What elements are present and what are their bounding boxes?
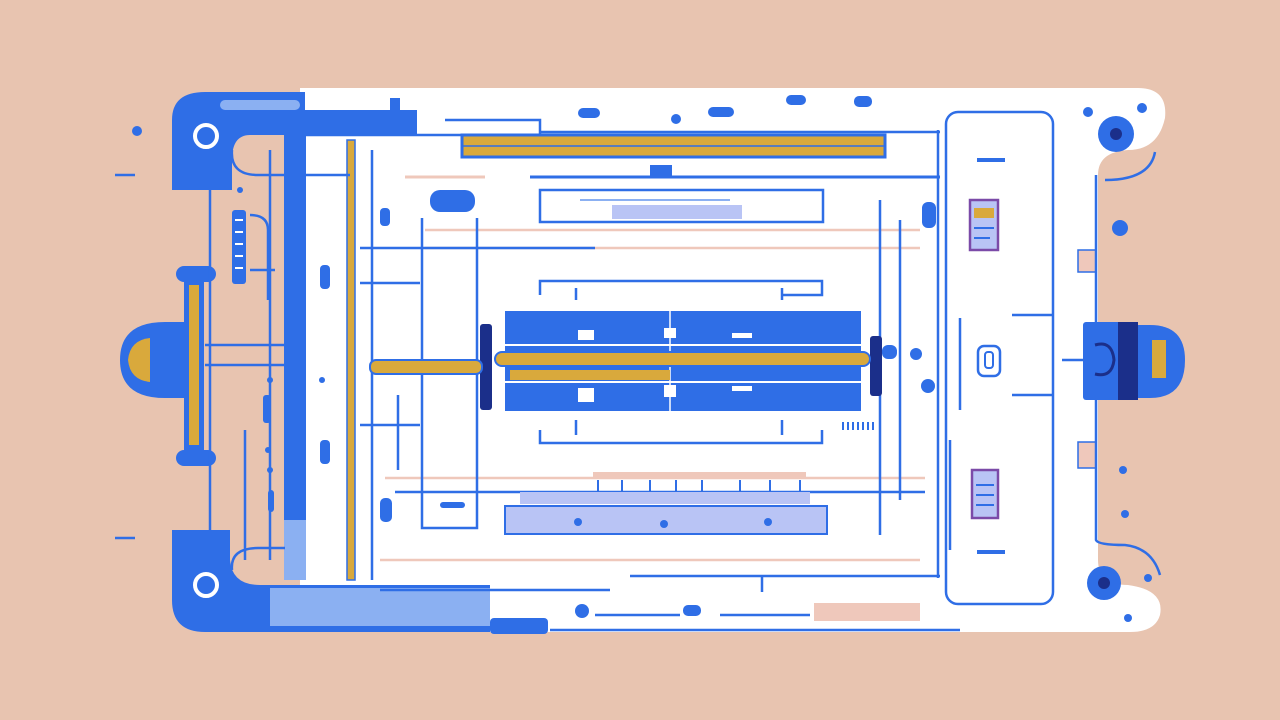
corner-ring-icon bbox=[193, 572, 219, 598]
left-frame bbox=[172, 92, 305, 190]
upper-pill bbox=[430, 190, 475, 212]
central-module-left-cap bbox=[480, 324, 492, 410]
left-dots bbox=[132, 126, 274, 512]
central-module-right-cap bbox=[870, 336, 882, 396]
upper-module bbox=[538, 188, 825, 224]
right-dot bbox=[921, 379, 935, 393]
upper-slot bbox=[380, 208, 390, 226]
top-frame-bar bbox=[305, 110, 417, 136]
side-panel bbox=[944, 110, 1055, 606]
gold-shaft-left bbox=[369, 359, 483, 375]
bottom-dot bbox=[575, 604, 589, 618]
top-frame-bar-shine bbox=[220, 100, 300, 110]
toggle-switch-icon bbox=[976, 344, 1002, 378]
left-vertical-rail bbox=[284, 135, 306, 580]
lower-comb bbox=[520, 472, 810, 504]
card-slot-icon bbox=[968, 198, 1000, 252]
tick-marks bbox=[842, 422, 874, 430]
top-dots bbox=[578, 95, 872, 124]
top-gold-bar-tab bbox=[650, 165, 672, 177]
module-brackets bbox=[538, 279, 824, 445]
lower-slot bbox=[380, 498, 392, 522]
left-vertical-rail-light bbox=[284, 520, 306, 580]
right-dot bbox=[910, 348, 922, 360]
lower-module bbox=[504, 505, 828, 535]
upper-module-fill bbox=[612, 205, 742, 219]
left-slot-mark bbox=[320, 265, 330, 289]
gold-shaft-lower bbox=[510, 370, 670, 380]
side-panel-label bbox=[977, 158, 1005, 162]
right-slot bbox=[922, 202, 936, 228]
bottom-pill bbox=[683, 605, 701, 616]
central-module-marks bbox=[578, 328, 752, 402]
top-wiring bbox=[300, 118, 940, 177]
bottom-blush-bar bbox=[814, 603, 920, 621]
gold-shaft bbox=[494, 351, 871, 367]
right-cap-nub bbox=[882, 345, 897, 359]
left-dot bbox=[319, 377, 325, 383]
clamp-handle-icon bbox=[120, 266, 216, 466]
gold-rail bbox=[346, 139, 356, 581]
right-edge-details bbox=[1077, 103, 1162, 622]
padlock-icon bbox=[1062, 322, 1185, 400]
corner-ring-icon bbox=[193, 123, 219, 149]
left-frame-bottom-strip bbox=[490, 618, 548, 634]
lower-pill bbox=[440, 502, 465, 508]
side-panel-label bbox=[977, 550, 1005, 554]
bolt-icon bbox=[232, 210, 246, 284]
card-slot-icon bbox=[970, 468, 1000, 520]
lower-module-dots bbox=[574, 518, 772, 528]
left-frame-bar-light bbox=[270, 588, 490, 626]
left-slot-mark bbox=[320, 440, 330, 464]
top-frame-knob bbox=[390, 98, 400, 112]
